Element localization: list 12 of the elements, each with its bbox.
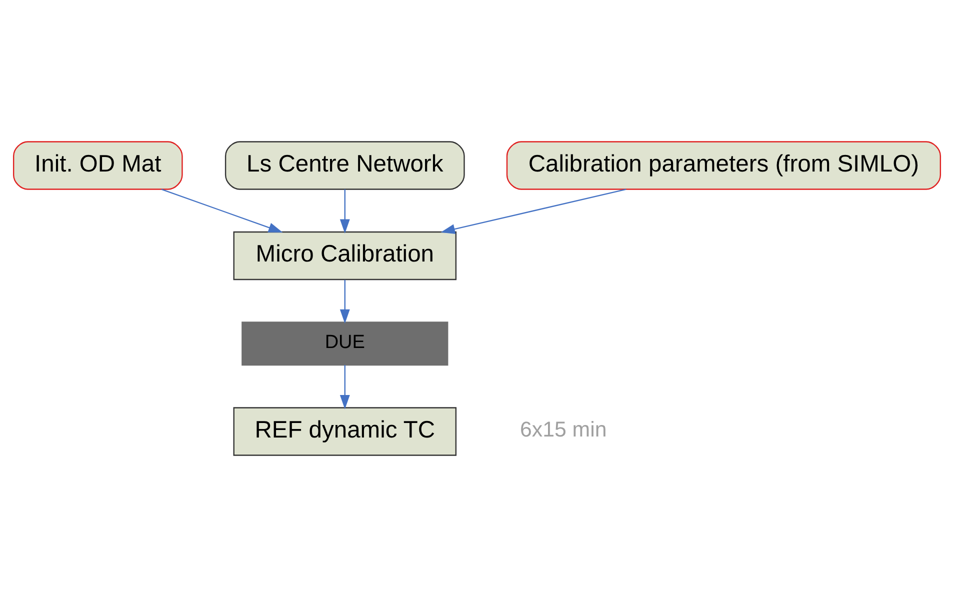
node-box: Init. OD Mat [12,140,183,190]
node-box: Micro Calibration [233,230,457,280]
arrow [340,279,350,324]
node-box: DUE [242,321,448,366]
node-box: Calibration parameters (from SIMLO) [506,140,942,190]
arrow [161,188,283,232]
arrow [340,188,350,233]
node-box: REF dynamic TC [233,406,457,456]
node-label: 6x15 min [520,417,607,442]
node-box: Ls Centre Network [224,140,465,190]
arrow [340,364,350,409]
arrow [440,188,626,234]
